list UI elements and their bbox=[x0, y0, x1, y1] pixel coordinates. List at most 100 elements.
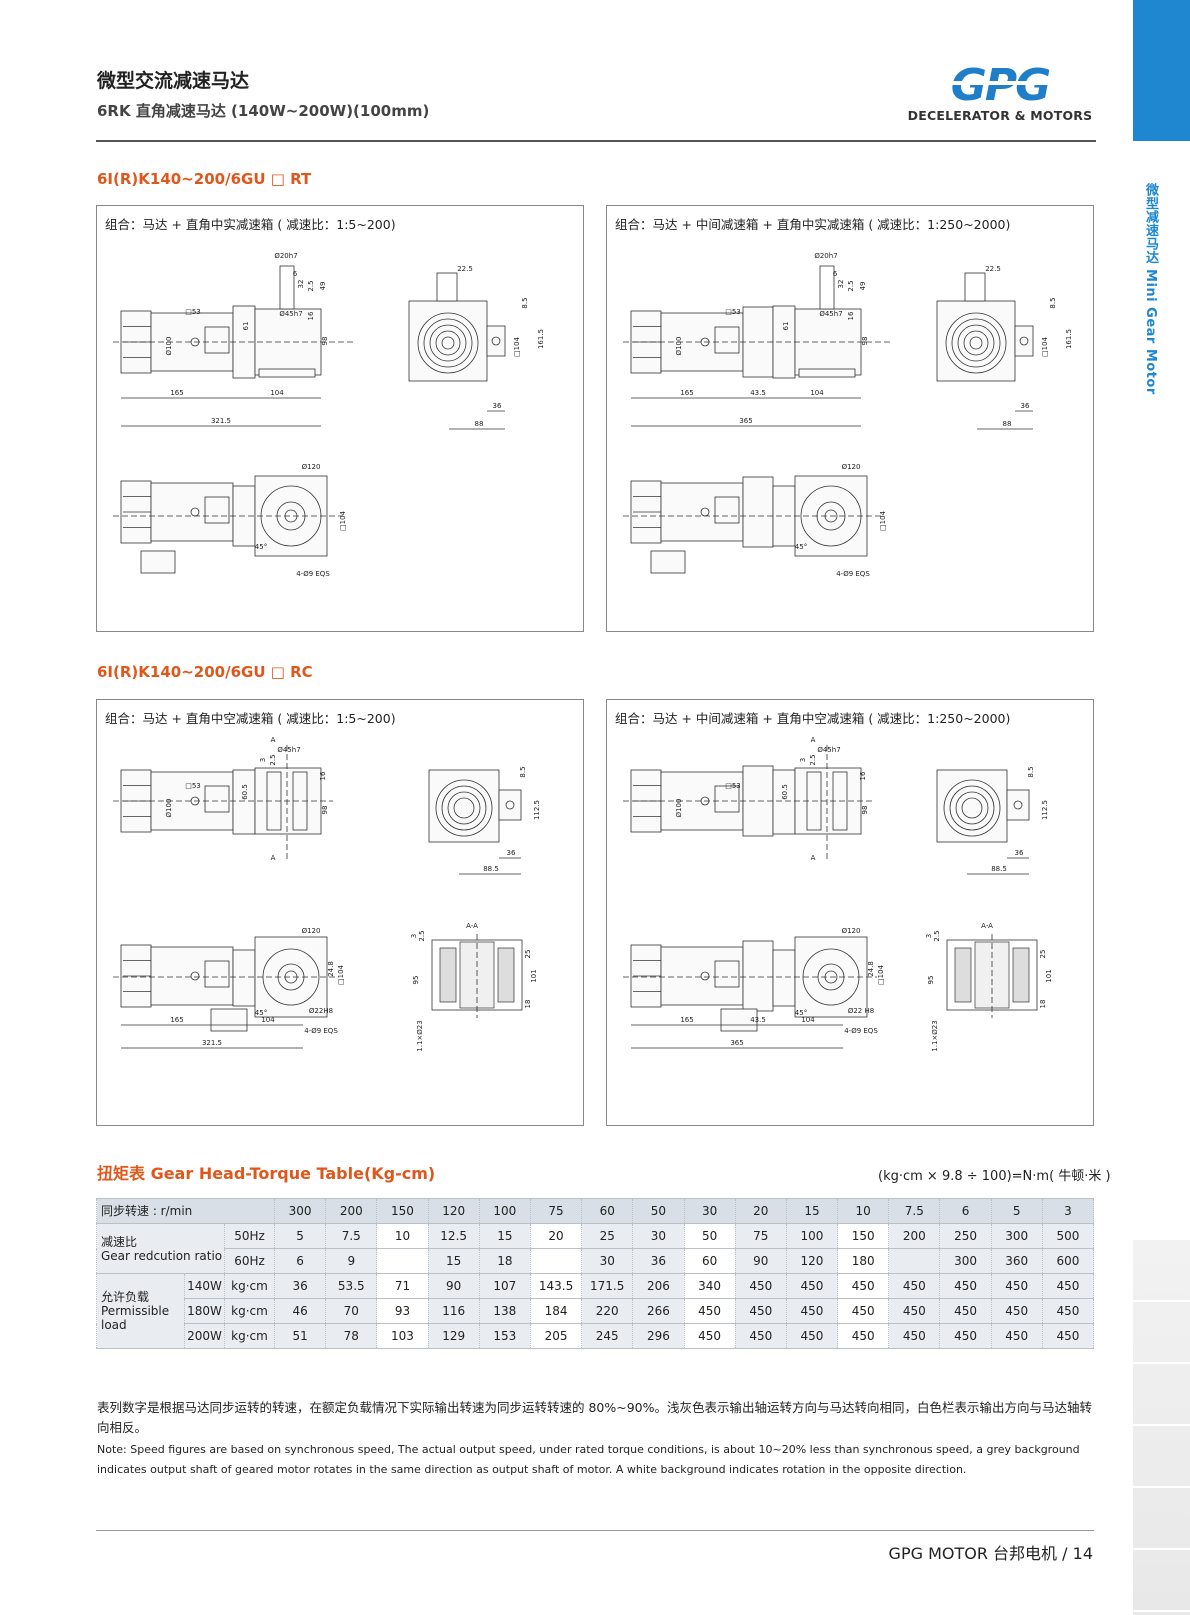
dim-6: 6 bbox=[833, 270, 838, 278]
dim-d120: Ø120 bbox=[302, 463, 321, 471]
section-label-aa: A-A bbox=[466, 922, 478, 930]
dim-d23: 1.1×Ø23 bbox=[416, 1020, 424, 1051]
load-label-cn: 允许负载 bbox=[101, 1290, 150, 1304]
mount-lug bbox=[498, 789, 522, 821]
value-cell: 450 bbox=[1041, 1298, 1095, 1324]
value-cell: 93 bbox=[376, 1298, 429, 1324]
dim-sq53: □53 bbox=[725, 308, 741, 316]
value-cell: 450 bbox=[734, 1273, 787, 1299]
side-color-tab bbox=[1133, 0, 1190, 141]
dim-88: 88 bbox=[475, 420, 484, 428]
speed-cell: 30 bbox=[683, 1198, 736, 1224]
value-cell: 15 bbox=[427, 1248, 480, 1274]
dim-25: 25 bbox=[1039, 950, 1047, 959]
section-title-rc: 6I(R)K140~200/6GU □ RC bbox=[97, 663, 313, 681]
fan-ring bbox=[429, 324, 467, 362]
dim-49: 49 bbox=[319, 282, 327, 291]
fan-ring bbox=[447, 791, 481, 825]
speed-cell: 20 bbox=[734, 1198, 787, 1224]
value-cell: 103 bbox=[376, 1323, 429, 1349]
terminal-box-top bbox=[650, 550, 686, 574]
fan-ring bbox=[961, 797, 983, 819]
value-cell: 450 bbox=[939, 1298, 992, 1324]
dim-total: 365 bbox=[730, 1039, 743, 1047]
value-cell: 450 bbox=[837, 1273, 890, 1299]
speed-cell: 50 bbox=[632, 1198, 685, 1224]
value-cell: 30 bbox=[632, 1223, 685, 1249]
bearing-left bbox=[954, 947, 972, 1003]
base-plate bbox=[798, 368, 856, 378]
fan-ring bbox=[417, 312, 479, 374]
dim-len1: 165 bbox=[680, 389, 693, 397]
dim-eqs: 4-Ø9 EQS bbox=[304, 1027, 338, 1035]
value-cell: 300 bbox=[939, 1248, 992, 1274]
fan-ring bbox=[441, 336, 455, 350]
dim-d22: Ø22H8 bbox=[309, 1007, 333, 1015]
flange bbox=[232, 769, 256, 835]
value-cell: 143.5 bbox=[529, 1273, 583, 1299]
value-cell: 296 bbox=[632, 1323, 685, 1349]
unit-label: kg·cm bbox=[224, 1323, 275, 1349]
terminal-box bbox=[714, 960, 740, 988]
intermediate-gearbox bbox=[742, 476, 774, 548]
dim-shaft: Ø20h7 bbox=[274, 252, 297, 260]
value-cell: 340 bbox=[683, 1273, 736, 1299]
dim-eqs: 4-Ø9 EQS bbox=[844, 1027, 878, 1035]
dim-95: 95 bbox=[412, 976, 420, 985]
value-cell: 116 bbox=[427, 1298, 480, 1324]
base-plate bbox=[258, 368, 316, 378]
dim-16: 16 bbox=[319, 771, 327, 780]
dim-2.5: 2.5 bbox=[809, 754, 817, 765]
speed-cell: 120 bbox=[427, 1198, 480, 1224]
terminal-box bbox=[714, 496, 740, 524]
dim-len1: 165 bbox=[680, 1016, 693, 1024]
dim-98: 98 bbox=[321, 337, 329, 346]
value-cell: 50 bbox=[683, 1223, 736, 1249]
ratio-label-en: Gear redcution ratio bbox=[101, 1248, 223, 1263]
fan-ring bbox=[951, 318, 1001, 368]
value-cell: 60 bbox=[683, 1248, 736, 1274]
value-cell: 90 bbox=[734, 1248, 787, 1274]
power-label: 140W bbox=[184, 1273, 225, 1299]
front-case bbox=[428, 769, 500, 843]
mount-hole bbox=[505, 800, 515, 810]
page-number: 14 bbox=[1072, 1544, 1093, 1563]
side-tab-label: 微型减速马达 Mini Gear Motor bbox=[1143, 183, 1158, 395]
dim-d100: Ø100 bbox=[165, 799, 173, 818]
dim-d100: Ø100 bbox=[165, 337, 173, 356]
value-cell: 450 bbox=[888, 1298, 941, 1324]
dim-98: 98 bbox=[861, 806, 869, 815]
value-cell: 71 bbox=[376, 1273, 429, 1299]
panel-caption: 组合：马达 + 直角中空减速箱 ( 减速比：1:5~200) bbox=[105, 711, 396, 726]
dim-total: 321.5 bbox=[211, 417, 231, 425]
bearing-left bbox=[439, 947, 457, 1003]
dim-16: 16 bbox=[859, 771, 867, 780]
value-cell: 25 bbox=[581, 1223, 634, 1249]
value-cell: 7.5 bbox=[325, 1223, 378, 1249]
value-cell: 450 bbox=[990, 1298, 1043, 1324]
dim-d100: Ø100 bbox=[675, 799, 683, 818]
fan-ring bbox=[969, 336, 983, 350]
value-cell: 100 bbox=[785, 1223, 839, 1249]
value-cell: 450 bbox=[939, 1323, 992, 1349]
fan-ring bbox=[963, 330, 989, 356]
speed-cell: 15 bbox=[785, 1198, 839, 1224]
dim-3: 3 bbox=[799, 758, 807, 762]
dim-sq104: □104 bbox=[1041, 336, 1049, 357]
fan-ring bbox=[949, 785, 995, 831]
value-cell: 450 bbox=[837, 1298, 890, 1324]
value-cell: 36 bbox=[632, 1248, 685, 1274]
dim-88: 88 bbox=[1003, 420, 1012, 428]
dim-shaft: Ø20h7 bbox=[814, 252, 837, 260]
unit-label: kg·cm bbox=[224, 1298, 275, 1324]
dim-98: 98 bbox=[861, 337, 869, 346]
value-cell: 129 bbox=[427, 1323, 480, 1349]
dim-sq104-top: □104 bbox=[337, 964, 345, 985]
